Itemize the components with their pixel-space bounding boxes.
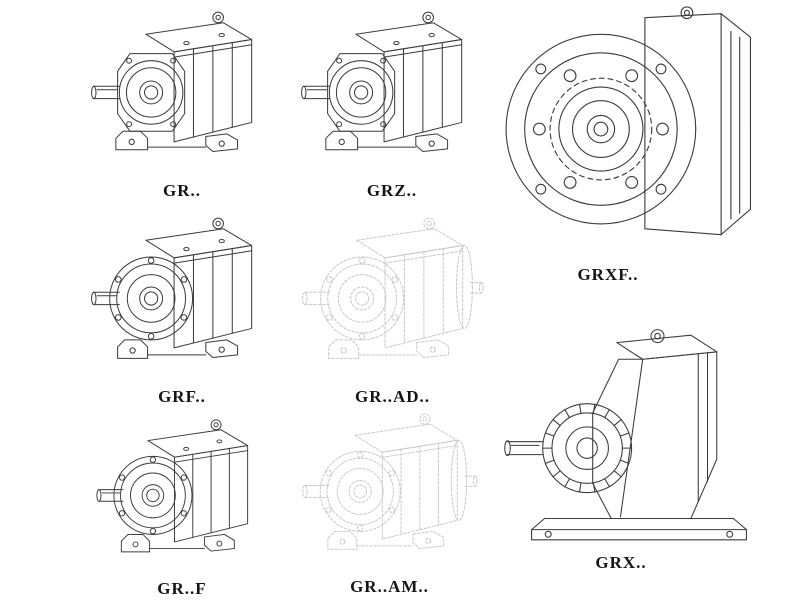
gearbox-grxf-drawing bbox=[497, 2, 783, 262]
figure-grxf: GRXF.. bbox=[490, 2, 790, 285]
figure-gr-ad-label: GR..AD.. bbox=[354, 387, 431, 406]
figure-gr-f: GR..F bbox=[82, 414, 282, 599]
gearbox-grz-drawing bbox=[294, 6, 490, 178]
figure-gr-am: GR..AM.. bbox=[287, 408, 492, 597]
figure-grxf-label: GRXF.. bbox=[577, 265, 639, 284]
figure-grx: GRX.. bbox=[488, 300, 790, 573]
figure-gr-label: GR.. bbox=[163, 181, 201, 200]
figure-gr: GR.. bbox=[82, 6, 282, 201]
figure-grf-label: GRF.. bbox=[158, 387, 206, 406]
figure-gr-ad: GR..AD.. bbox=[290, 212, 495, 407]
figure-gr-f-label: GR..F bbox=[157, 579, 207, 598]
figure-grz: GRZ.. bbox=[292, 6, 492, 201]
figure-grf: GRF.. bbox=[82, 212, 282, 407]
figure-gr-am-label: GR..AM.. bbox=[350, 577, 429, 596]
gearbox-grf-drawing bbox=[84, 212, 280, 384]
figure-grz-label: GRZ.. bbox=[366, 181, 418, 200]
gearbox-grx-drawing bbox=[499, 300, 779, 550]
gearbox-gr-am-drawing bbox=[291, 408, 489, 574]
gearbox-gr-ad-drawing bbox=[293, 212, 493, 384]
gearbox-gr-f-drawing bbox=[87, 414, 277, 576]
figure-grx-label: GRX.. bbox=[595, 553, 647, 572]
gearbox-gr-drawing bbox=[84, 6, 280, 178]
